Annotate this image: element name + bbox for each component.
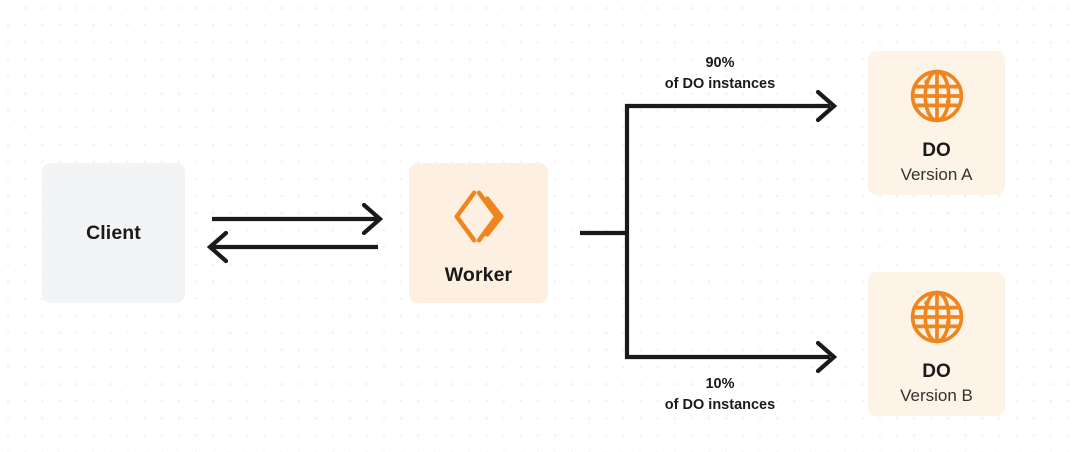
node-do-version-a[interactable]: DO Version A <box>868 51 1005 195</box>
node-do-version-b[interactable]: DO Version B <box>868 272 1005 416</box>
node-do-b-label: DO <box>922 360 951 382</box>
edge-label-do-a: 90% of DO instances <box>620 53 820 95</box>
node-do-a-label: DO <box>922 139 951 161</box>
globe-icon <box>907 287 967 347</box>
arrow-worker-to-client <box>206 230 378 264</box>
globe-icon <box>907 66 967 126</box>
edge-label-do-b-percent: 10% <box>705 376 735 392</box>
cloudflare-workers-icon <box>448 186 510 248</box>
edge-label-do-a-percent: 90% <box>705 55 735 71</box>
node-do-b-sublabel: Version B <box>900 385 973 405</box>
node-worker-label: Worker <box>444 263 513 286</box>
connector-worker-branch <box>580 104 630 359</box>
node-client[interactable]: Client <box>42 163 185 303</box>
edge-label-do-b-description: of DO instances <box>664 397 776 414</box>
node-worker[interactable]: Worker <box>409 163 548 303</box>
node-client-label: Client <box>86 221 141 244</box>
edge-label-do-a-description: of DO instances <box>664 76 776 93</box>
edge-label-do-b: 10% of DO instances <box>620 374 820 416</box>
arrow-worker-to-do-b <box>625 340 838 374</box>
node-do-a-sublabel: Version A <box>900 164 973 184</box>
arrow-client-to-worker <box>212 202 384 236</box>
arrow-worker-to-do-a <box>625 89 838 123</box>
